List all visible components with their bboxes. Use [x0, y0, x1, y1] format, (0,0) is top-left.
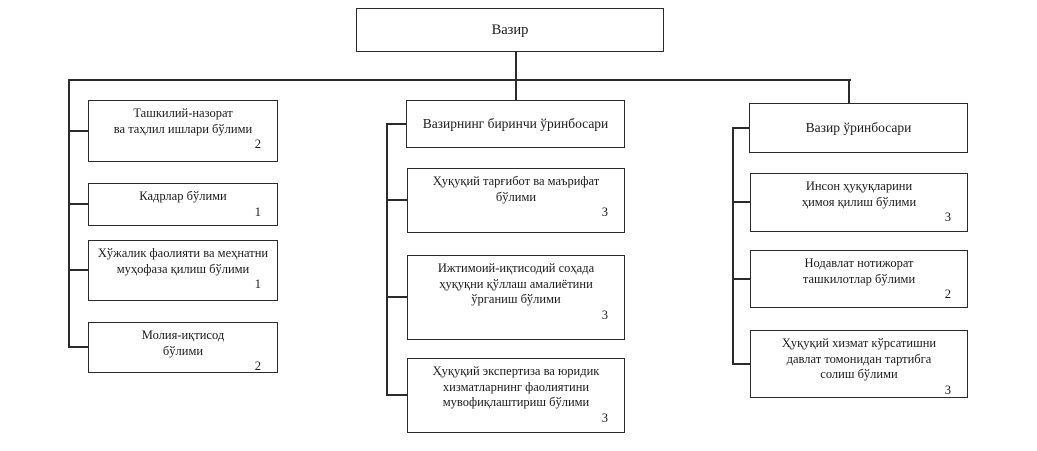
connector-right-stub-3	[732, 363, 750, 365]
connector-main-horizontal	[68, 79, 851, 81]
connector-right-stub-2	[732, 278, 750, 280]
connector-middle-stub-header	[386, 123, 406, 125]
org-box-right-3: Ҳуқуқий хизмат кўрсатишни давлат томонид…	[750, 330, 968, 398]
org-box-left-4: Молия-иқтисод бўлими 2	[88, 322, 278, 373]
connector-left-stub-4	[68, 346, 88, 348]
org-box-title: Ҳуқуқий тарғибот ва маърифат бўлими	[432, 174, 600, 204]
org-box-right-2: Нодавлат нотижорат ташкилотлар бўлими 2	[750, 250, 968, 308]
org-box-title: Инсон ҳуқуқларини ҳимоя қилиш бўлими	[801, 179, 917, 209]
org-box-staff-count: 2	[944, 287, 951, 302]
org-box-left-3: Хўжалик фаолияти ва меҳнатни муҳофаза қи…	[88, 240, 278, 301]
connector-right-spine	[732, 127, 734, 365]
connector-right-drop	[848, 79, 850, 103]
org-box-staff-count: 3	[601, 307, 608, 322]
org-box-staff-count: 2	[254, 137, 261, 152]
connector-left-stub-3	[68, 269, 88, 271]
connector-middle-stub-3	[386, 394, 407, 396]
connector-right-stub-header	[732, 127, 749, 129]
connector-middle-drop	[515, 79, 517, 100]
org-box-title: Молия-иқтисод бўлими	[141, 328, 225, 358]
org-box-staff-count: 3	[944, 210, 951, 225]
org-box-title: Вазирнинг биринчи ўринбосари	[422, 115, 609, 131]
connector-left-stub-2	[68, 203, 88, 205]
connector-middle-spine	[386, 123, 388, 396]
org-box-staff-count: 3	[601, 410, 608, 425]
connector-left-stub-1	[68, 130, 88, 132]
connector-left-spine	[68, 79, 70, 348]
org-box-staff-count: 3	[944, 382, 951, 397]
connector-right-stub-1	[732, 201, 750, 203]
org-box-left-1: Ташкилий-назорат ва таҳлил ишлари бўлими…	[88, 100, 278, 162]
org-box-staff-count: 2	[254, 359, 261, 374]
org-box-title: Вазир ўринбосари	[805, 119, 912, 135]
org-box-title: Хўжалик фаолияти ва меҳнатни муҳофаза қи…	[97, 246, 269, 276]
org-box-title: Ижтимоий-иқтисодий соҳада ҳуқуқни қўллаш…	[437, 261, 595, 307]
org-box-staff-count: 3	[601, 205, 608, 220]
connector-middle-stub-2	[386, 296, 407, 298]
connector-middle-stub-1	[386, 199, 407, 201]
org-box-right-1: Инсон ҳуқуқларини ҳимоя қилиш бўлими 3	[750, 173, 968, 232]
org-box-title: Вазир	[491, 21, 529, 38]
org-box-left-2: Кадрлар бўлими 1	[88, 183, 278, 226]
org-box-title: Ташкилий-назорат ва таҳлил ишлари бўлими	[113, 106, 253, 136]
org-box-staff-count: 1	[254, 204, 261, 219]
org-box-staff-count: 1	[254, 277, 261, 292]
org-box-title: Ҳуқуқий экспертиза ва юридик хизматларни…	[432, 364, 600, 410]
org-box-minister: Вазир	[356, 8, 664, 52]
org-box-middle-1: Ҳуқуқий тарғибот ва маърифат бўлими 3	[407, 168, 625, 233]
org-box-middle-2: Ижтимоий-иқтисодий соҳада ҳуқуқни қўллаш…	[407, 255, 625, 340]
org-box-title: Ҳуқуқий хизмат кўрсатишни давлат томонид…	[781, 336, 937, 382]
org-box-title: Нодавлат нотижорат ташкилотлар бўлими	[802, 256, 916, 286]
org-box-first-deputy-minister: Вазирнинг биринчи ўринбосари	[406, 100, 625, 148]
org-box-deputy-minister: Вазир ўринбосари	[749, 103, 968, 153]
connector-root-drop	[515, 52, 517, 80]
org-box-middle-3: Ҳуқуқий экспертиза ва юридик хизматларни…	[407, 358, 625, 433]
org-box-title: Кадрлар бўлими	[139, 189, 227, 203]
